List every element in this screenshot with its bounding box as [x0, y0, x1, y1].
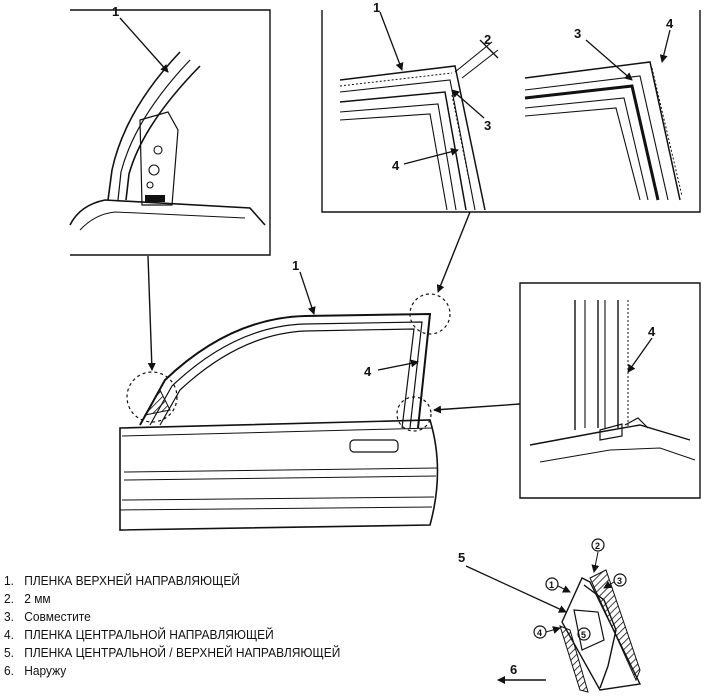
- detail-lower-channel: 4: [519, 282, 701, 499]
- callout-top-mid-1: 1: [373, 0, 380, 15]
- detail-a-pillar: 1: [69, 4, 271, 256]
- cross-section: 1 2 3 4 5 5 6: [458, 538, 642, 693]
- legend-item: 5.ПЛЕНКА ЦЕНТРАЛЬНОЙ / ВЕРХНЕЙ НАПРАВЛЯЮ…: [4, 645, 341, 660]
- legend: 1.ПЛЕНКА ВЕРХНЕЙ НАПРАВЛЯЮЩЕЙ 2.2 мм 3.С…: [4, 572, 340, 680]
- callout-section-6: 6: [510, 662, 517, 677]
- callout-top-mid-3: 3: [484, 118, 491, 133]
- callout-top-mid-4: 4: [392, 158, 400, 173]
- legend-item: 6.Наружу: [4, 663, 67, 678]
- legend-item: 3.Совместите: [4, 609, 91, 624]
- legend-item: 1.ПЛЕНКА ВЕРХНЕЙ НАПРАВЛЯЮЩЕЙ: [4, 573, 240, 588]
- callout-top-right-4: 4: [666, 16, 674, 31]
- callout-door-1: 1: [292, 258, 299, 273]
- callout-door-4: 4: [364, 364, 372, 379]
- callout-right-detail-4: 4: [648, 324, 656, 339]
- section-mark-4: 4: [537, 628, 542, 638]
- section-mark-2: 2: [595, 541, 600, 551]
- section-mark-5: 5: [581, 630, 586, 640]
- door-main-view: 1 4: [119, 211, 521, 531]
- callout-section-5: 5: [458, 550, 465, 565]
- legend-item: 4.ПЛЕНКА ЦЕНТРАЛЬНОЙ НАПРАВЛЯЮЩЕЙ: [4, 627, 274, 642]
- section-mark-1: 1: [549, 580, 554, 590]
- legend-item: 2.2 мм: [4, 591, 51, 606]
- section-mark-3: 3: [617, 576, 622, 586]
- callout-top-right-3: 3: [574, 26, 581, 41]
- callout-top-left: 1: [112, 4, 119, 19]
- callout-top-mid-2: 2: [484, 32, 491, 47]
- detail-upper-corner: 1 2 3 4 3 4: [321, 0, 701, 213]
